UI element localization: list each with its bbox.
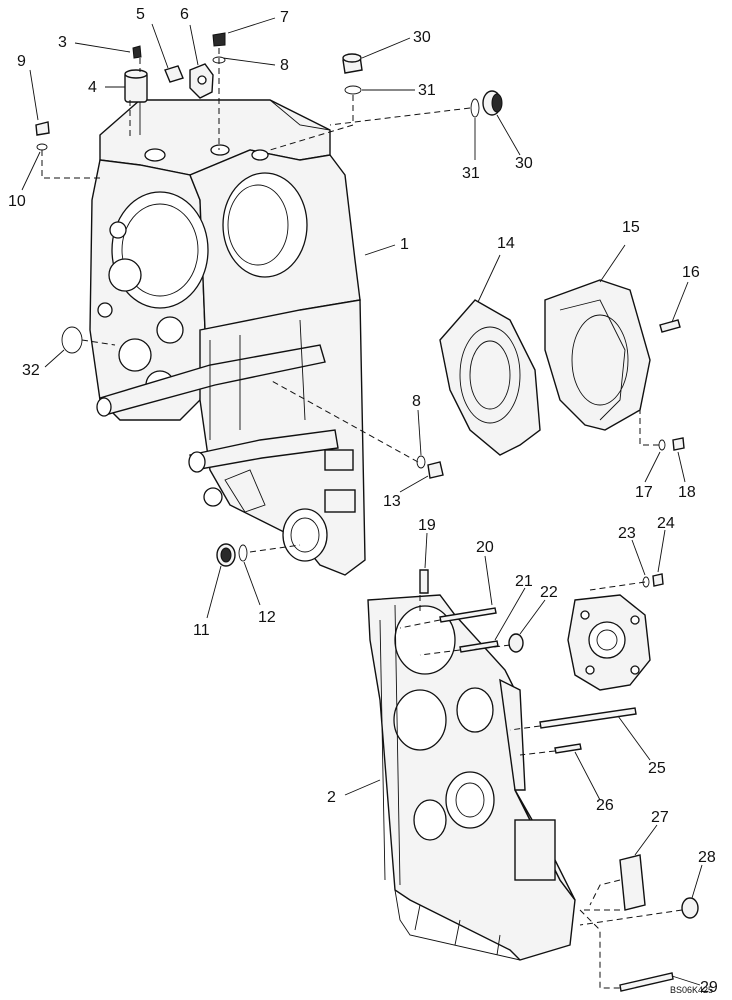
callout-2: 2 bbox=[327, 789, 336, 806]
callout-8-side: 8 bbox=[412, 393, 421, 410]
callout-11: 11 bbox=[193, 622, 210, 639]
callout-8-top: 8 bbox=[280, 57, 289, 74]
cover-plate-14 bbox=[439, 299, 541, 456]
callout-17: 17 bbox=[635, 484, 653, 501]
small-parts bbox=[35, 32, 699, 992]
callout-27: 27 bbox=[651, 809, 669, 826]
callout-4: 4 bbox=[88, 79, 97, 96]
callout-24: 24 bbox=[657, 515, 675, 532]
callout-30-side: 30 bbox=[515, 155, 533, 172]
callout-18: 18 bbox=[678, 484, 696, 501]
leader-lines bbox=[21, 17, 703, 986]
callout-9: 9 bbox=[17, 53, 26, 70]
callout-32: 32 bbox=[22, 362, 40, 379]
callout-31-top: 31 bbox=[418, 82, 436, 99]
callout-20: 20 bbox=[476, 539, 494, 556]
callout-22: 22 bbox=[540, 584, 558, 601]
callout-10: 10 bbox=[8, 193, 26, 210]
callout-3: 3 bbox=[58, 34, 67, 51]
shield-15 bbox=[544, 279, 651, 431]
callout-19: 19 bbox=[418, 517, 436, 534]
callout-labels: 1 2 3 4 5 6 7 8 8 9 10 11 12 13 14 15 16… bbox=[8, 6, 718, 996]
callout-15: 15 bbox=[622, 219, 640, 236]
callout-14: 14 bbox=[497, 235, 515, 252]
transmission-housing bbox=[89, 99, 366, 576]
assembly-lines bbox=[41, 48, 683, 989]
callout-5: 5 bbox=[136, 6, 145, 23]
callout-12: 12 bbox=[258, 609, 276, 626]
callout-26: 26 bbox=[596, 797, 614, 814]
callout-1: 1 bbox=[400, 236, 409, 253]
callout-23: 23 bbox=[618, 525, 636, 542]
callout-16: 16 bbox=[682, 264, 700, 281]
callout-28: 28 bbox=[698, 849, 716, 866]
callout-31-side: 31 bbox=[462, 165, 480, 182]
transmission-side-cover bbox=[367, 594, 576, 961]
callout-21: 21 bbox=[515, 573, 533, 590]
callout-29: 29 bbox=[700, 979, 718, 996]
figure-reference: BS06K425 bbox=[670, 985, 713, 995]
callout-13: 13 bbox=[383, 493, 401, 510]
callout-7: 7 bbox=[280, 9, 289, 26]
callout-25: 25 bbox=[648, 760, 666, 777]
callout-6: 6 bbox=[180, 6, 189, 23]
callout-30-top: 30 bbox=[413, 29, 431, 46]
pump-assembly bbox=[567, 594, 651, 691]
